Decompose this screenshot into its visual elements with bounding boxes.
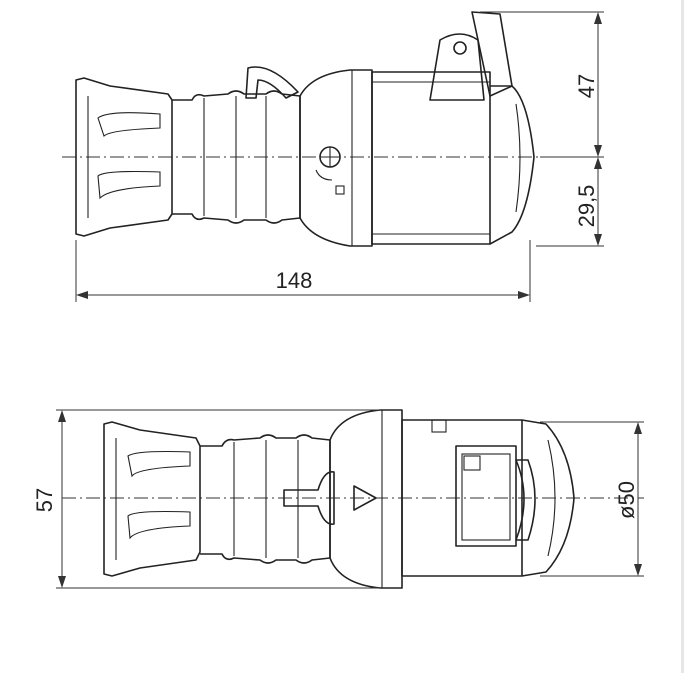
top-corrugated-sleeve (200, 434, 331, 564)
top-window-inner (461, 453, 511, 541)
side-lock-indicator (335, 185, 345, 195)
dim-29-arrow-bottom (594, 234, 602, 246)
side-main-housing (299, 69, 373, 247)
dim-57-arrow-top (58, 410, 66, 422)
side-hinge-ear (429, 33, 485, 101)
top-grip-boot (103, 421, 201, 577)
top-front-face (521, 419, 575, 577)
side-grip-rib-1 (97, 112, 161, 138)
side-lock-arrow (315, 169, 333, 181)
side-hinge-hole (453, 41, 467, 55)
page-edge-divider (681, 0, 684, 673)
side-lock-slot (320, 147, 340, 167)
dim-label-diameter-50: ø50 (614, 481, 639, 519)
top-arrow-marker (353, 485, 377, 511)
side-front-face-inner (515, 103, 521, 213)
dim-57-arrow-bottom (58, 576, 66, 588)
top-grip-rib-1 (127, 450, 191, 478)
top-body-tab (431, 419, 447, 433)
side-grip-rib-2 (97, 170, 161, 200)
dim-label-47: 47 (574, 74, 599, 98)
top-front-lens (515, 459, 536, 541)
dim-label-57: 57 (32, 488, 57, 512)
dim-47-arrow-top (594, 12, 602, 24)
top-dimensions: 57 ø50 (32, 409, 644, 589)
side-dimensions: 47 29,5 148 (75, 11, 604, 302)
top-grip-rib-2 (127, 510, 191, 540)
dim-label-148: 148 (276, 268, 313, 293)
dim-label-29-5: 29,5 (574, 185, 599, 228)
top-window-tab (463, 455, 481, 471)
dim-29-arrow-top (594, 157, 602, 169)
side-latch-arc (245, 66, 299, 99)
dim-148-arrow-left (76, 291, 88, 299)
side-view (62, 11, 600, 247)
side-front-face (489, 85, 535, 245)
top-view (62, 409, 644, 589)
dim-50-arrow-bottom (634, 564, 642, 576)
dim-148-arrow-right (518, 291, 530, 299)
top-window (455, 445, 517, 547)
side-lid (471, 11, 513, 97)
top-main-housing (329, 409, 403, 589)
dim-50-arrow-top (634, 422, 642, 434)
top-latch-key (283, 471, 335, 525)
dim-47-arrow-bottom (594, 145, 602, 157)
top-front-face-inner (547, 439, 556, 557)
